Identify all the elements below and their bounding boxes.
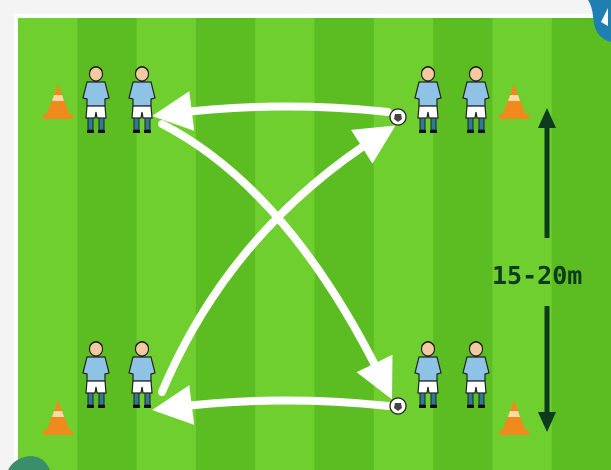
pitch-stripe xyxy=(492,18,552,470)
pitch-stripe xyxy=(552,18,611,470)
ball-top-right-icon xyxy=(390,109,406,125)
ball-bottom-right-icon xyxy=(390,398,406,414)
pitch-stripe xyxy=(18,18,78,470)
distance-label: 15-20m xyxy=(492,261,582,290)
